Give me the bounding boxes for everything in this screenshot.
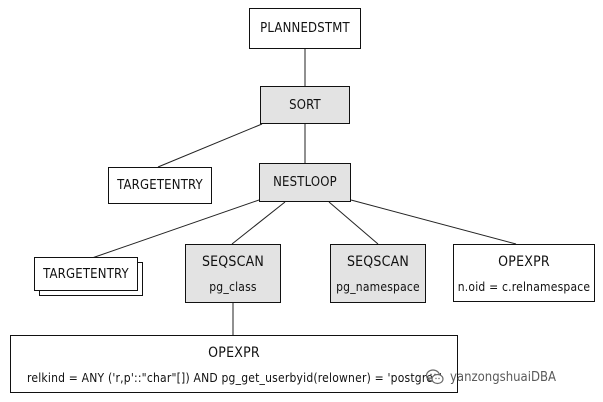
seqscan-namespace-title: SEQSCAN (346, 254, 410, 270)
edge-nestloop-targetentry (91, 199, 260, 259)
opexpr-filter-condition: relkind = ANY ('r,p'::"char"[]) AND pg_g… (27, 371, 441, 385)
seqscan-namespace-node: SEQSCAN pg_namespace (330, 244, 426, 303)
targetentry-bottom-label: TARGETENTRY (43, 266, 129, 282)
edge-sort-targetentry (157, 123, 263, 168)
opexpr-filter-node: OPEXPR relkind = ANY ('r,p'::"char"[]) A… (10, 335, 458, 393)
targetentry-bottom-node: TARGETENTRY (34, 257, 138, 291)
nestloop-label: NESTLOOP (273, 175, 337, 190)
watermark: yanzongshuaiDBA (425, 366, 556, 388)
opexpr-join-condition: n.oid = c.relnamespace (457, 280, 591, 294)
sort-label: SORT (289, 97, 321, 113)
plannedstmt-node: PLANNEDSTMT (249, 8, 361, 49)
opexpr-join-node: OPEXPR n.oid = c.relnamespace (453, 244, 595, 302)
sort-node: SORT (260, 86, 350, 124)
edge-nestloop-opexpr (350, 199, 517, 245)
seqscan-class-node: SEQSCAN pg_class (185, 244, 281, 303)
seqscan-namespace-table: pg_namespace (336, 280, 420, 294)
seqscan-class-title: SEQSCAN (201, 254, 265, 270)
watermark-text: yanzongshuaiDBA (450, 369, 556, 385)
opexpr-join-title: OPEXPR (498, 254, 550, 270)
wechat-icon (425, 369, 444, 385)
edge-nestloop-seqscan-class (231, 201, 286, 245)
targetentry-top-node: TARGETENTRY (108, 167, 212, 204)
seqscan-class-table: pg_class (209, 280, 257, 294)
targetentry-top-label: TARGETENTRY (117, 178, 203, 193)
plannedstmt-label: PLANNEDSTMT (260, 21, 350, 36)
nestloop-node: NESTLOOP (259, 163, 351, 202)
opexpr-filter-title: OPEXPR (208, 345, 260, 361)
edge-nestloop-seqscan-namespace (328, 201, 379, 245)
